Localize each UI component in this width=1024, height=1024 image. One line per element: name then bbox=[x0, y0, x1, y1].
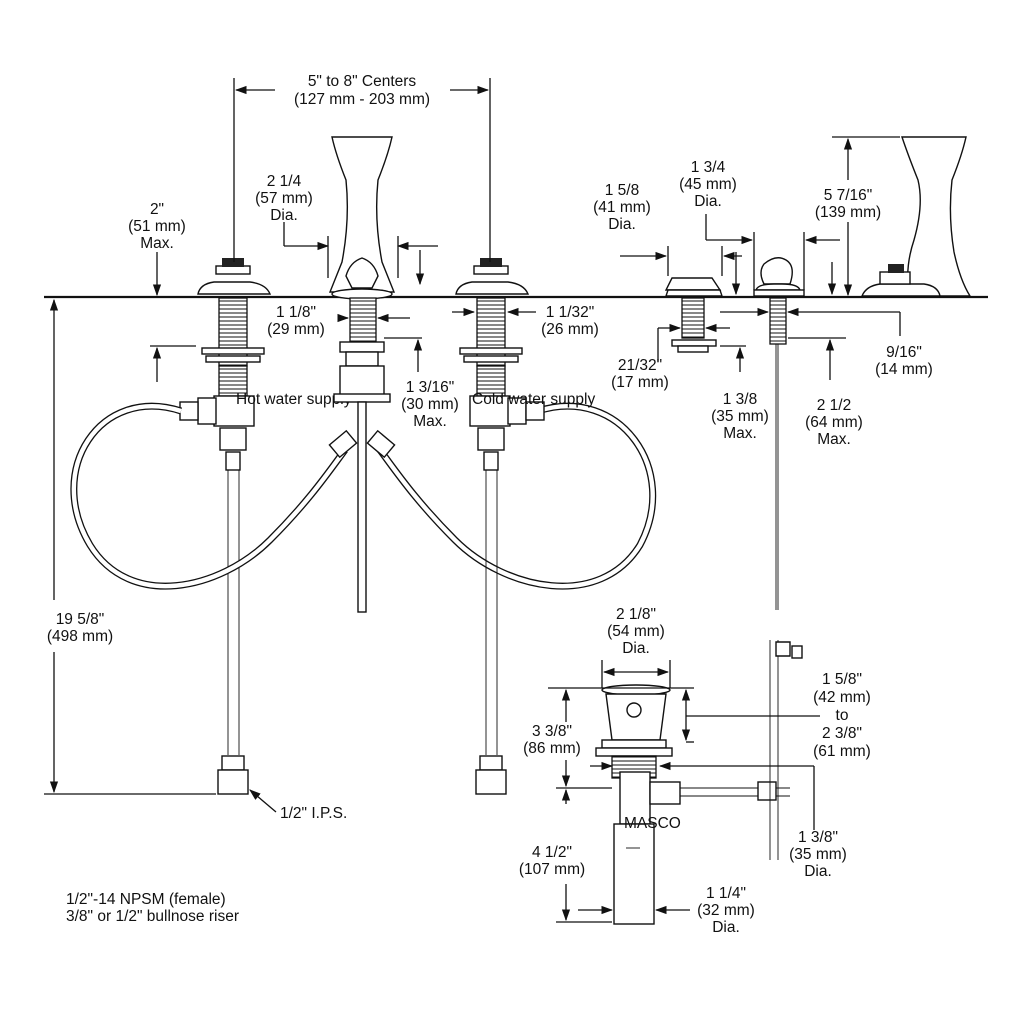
pivot-dia-2: (35 mm) bbox=[789, 846, 847, 863]
drain-range-5: (61 mm) bbox=[813, 743, 871, 760]
height-2: (498 mm) bbox=[47, 628, 113, 645]
stem-max-3: Max. bbox=[723, 425, 757, 442]
pivot-dia-3: Dia. bbox=[804, 863, 832, 880]
height-1: 19 5/8" bbox=[56, 611, 105, 628]
shank-right-1: 1 1/32" bbox=[546, 304, 595, 321]
tail-dia-2: (32 mm) bbox=[697, 902, 755, 919]
shank-left-2: (29 mm) bbox=[267, 321, 325, 338]
drain-range-3: to bbox=[836, 707, 849, 724]
spout-dia-2: (57 mm) bbox=[255, 190, 313, 207]
stem-max-2: (35 mm) bbox=[711, 408, 769, 425]
valve-tag-left: Hot water supply bbox=[236, 391, 352, 408]
rod-max-3: Max. bbox=[817, 431, 851, 448]
escutcheon-dia-3: Dia. bbox=[694, 193, 722, 210]
deck-max-2: (51 mm) bbox=[128, 218, 186, 235]
handle-tall bbox=[860, 136, 972, 297]
drain-range-2: (42 mm) bbox=[813, 689, 871, 706]
stem-dia-1: 21/32" bbox=[618, 357, 662, 374]
drain-body-2: (86 mm) bbox=[523, 740, 581, 757]
tail-len-1: 4 1/2" bbox=[532, 844, 572, 861]
deck-max-3: Max. bbox=[140, 235, 174, 252]
tail-dia-3: Dia. bbox=[712, 919, 740, 936]
deck-max-1: 2" bbox=[150, 201, 164, 218]
shank-left-1: 1 1/8" bbox=[276, 304, 316, 321]
npsm-line-2: 3/8" or 1/2" bullnose riser bbox=[66, 908, 239, 925]
handle-dia-2: (41 mm) bbox=[593, 199, 651, 216]
handle-dia-1: 1 5/8 bbox=[605, 182, 639, 199]
right-valve bbox=[455, 258, 545, 795]
tail-dia-1: 1 1/4" bbox=[706, 885, 746, 902]
handle-detail bbox=[664, 277, 723, 353]
centers-label-2: (127 mm - 203 mm) bbox=[294, 91, 430, 108]
handle-height-2: (139 mm) bbox=[815, 204, 881, 221]
left-valve bbox=[179, 258, 272, 795]
rod-max-1: 2 1/2 bbox=[817, 397, 851, 414]
drain-dia-2: (54 mm) bbox=[607, 623, 665, 640]
brand-stamp: MASCO bbox=[624, 815, 681, 832]
spout-shank-3: Max. bbox=[413, 413, 447, 430]
spout-dia-3: Dia. bbox=[270, 207, 298, 224]
rod-max-2: (64 mm) bbox=[805, 414, 863, 431]
spout bbox=[328, 136, 396, 613]
drain-range-4: 2 3/8" bbox=[822, 725, 862, 742]
pivot-dia-1: 1 3/8" bbox=[798, 829, 838, 846]
spout-shank-1: 1 3/16" bbox=[406, 379, 455, 396]
spout-dia-1: 2 1/4 bbox=[267, 173, 302, 190]
rod-dia-1: 9/16" bbox=[886, 344, 922, 361]
spout-shank-2: (30 mm) bbox=[401, 396, 459, 413]
tail-len-2: (107 mm) bbox=[519, 861, 585, 878]
drain-dia-3: Dia. bbox=[622, 640, 650, 657]
stem-dia-2: (17 mm) bbox=[611, 374, 669, 391]
escutcheon-dia-2: (45 mm) bbox=[679, 176, 737, 193]
ips-label: 1/2" I.P.S. bbox=[280, 805, 347, 822]
stem-max-1: 1 3/8 bbox=[723, 391, 757, 408]
drain-body-1: 3 3/8" bbox=[532, 723, 572, 740]
pop-up-rod-detail bbox=[753, 257, 805, 610]
valve-tag-right: Cold water supply bbox=[472, 391, 595, 408]
rod-dia-2: (14 mm) bbox=[875, 361, 933, 378]
npsm-line-1: 1/2"-14 NPSM (female) bbox=[66, 891, 226, 908]
centers-label-1: 5" to 8" Centers bbox=[308, 73, 417, 90]
drain-dia-1: 2 1/8" bbox=[616, 606, 656, 623]
handle-dia-3: Dia. bbox=[608, 216, 636, 233]
drain-assembly bbox=[595, 640, 803, 925]
drain-range-1: 1 5/8" bbox=[822, 671, 862, 688]
escutcheon-dia-1: 1 3/4 bbox=[691, 159, 726, 176]
shank-right-2: (26 mm) bbox=[541, 321, 599, 338]
handle-height-1: 5 7/16" bbox=[824, 187, 873, 204]
